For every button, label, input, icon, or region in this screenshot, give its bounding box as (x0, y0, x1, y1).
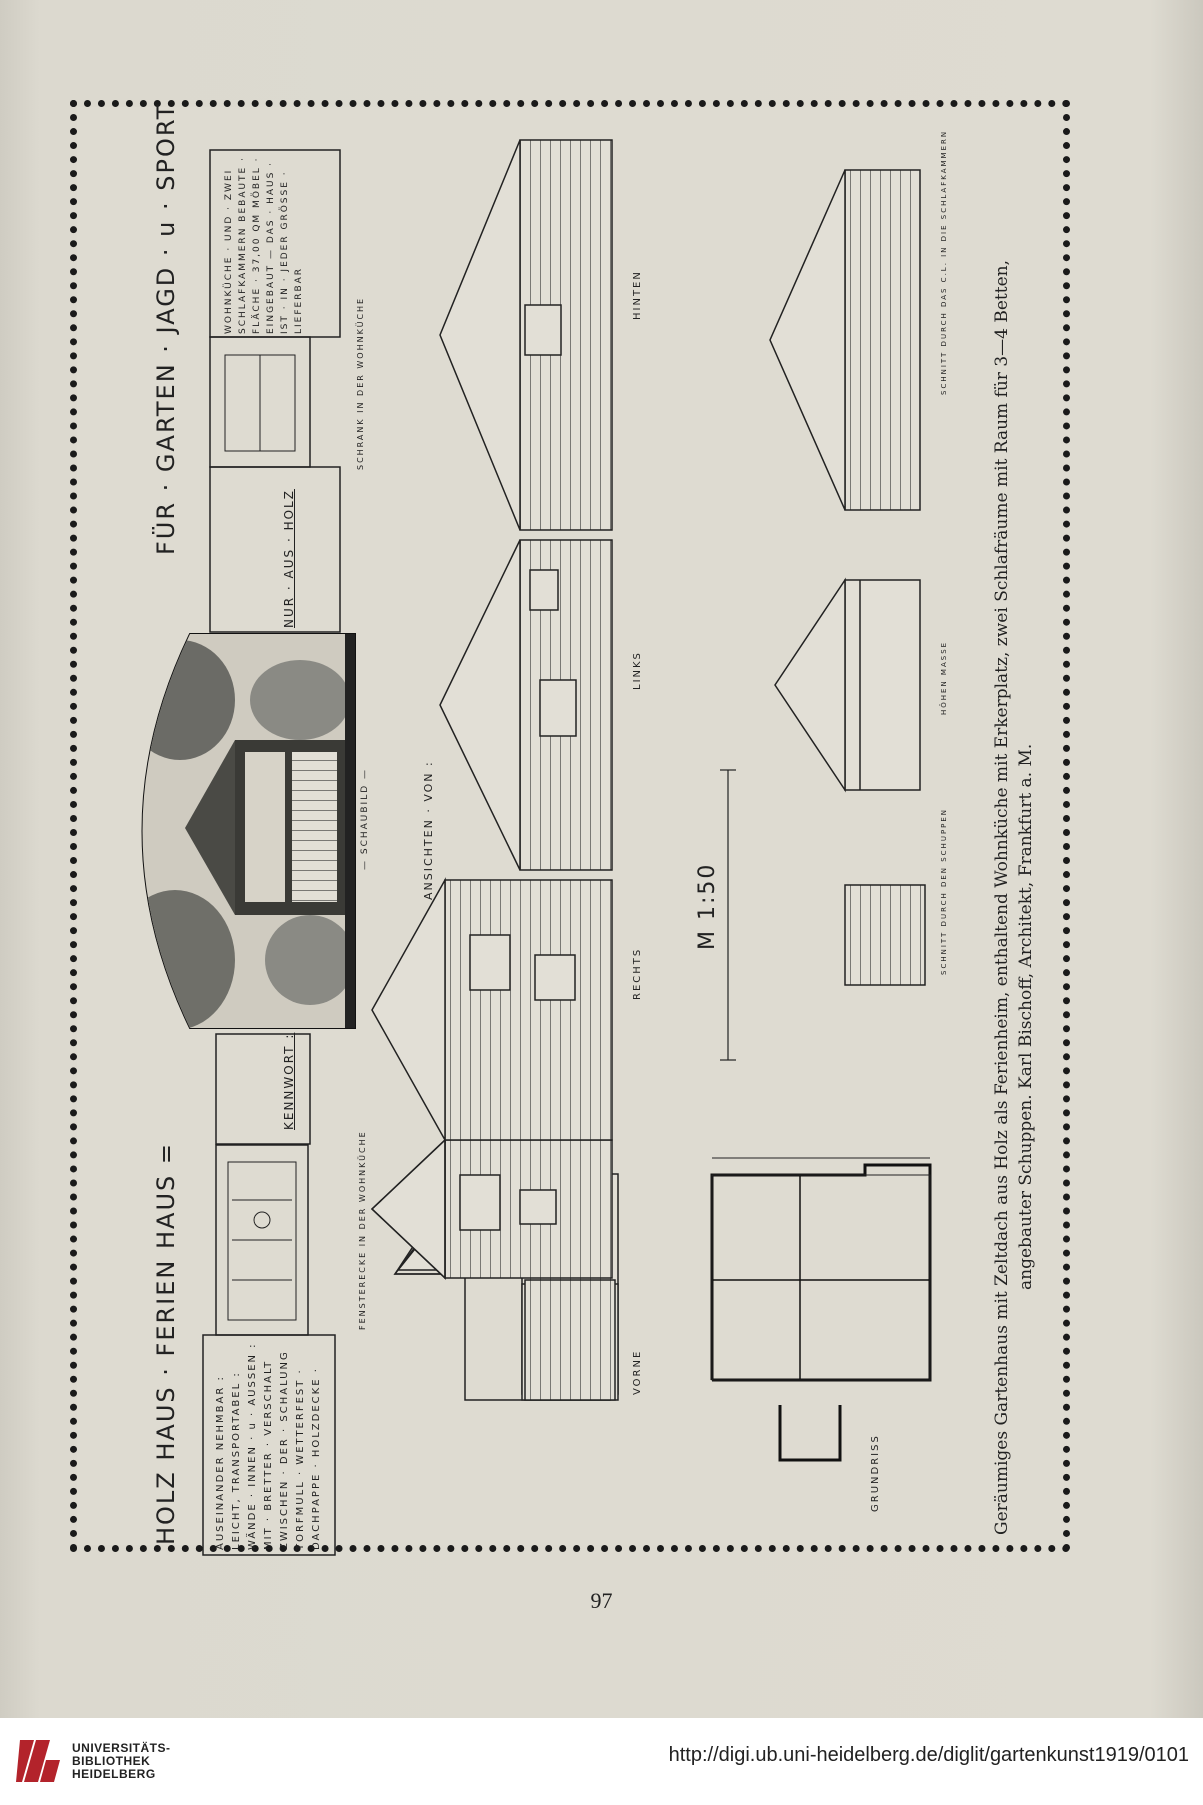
view-label-vorne: VORNE (632, 1349, 643, 1395)
plate-overlay-svg (141, 139, 932, 1556)
section-sleeping (769, 169, 921, 511)
section-schuppen-label: SCHNITT DURCH DEN SCHUPPEN (940, 807, 948, 975)
floor-plan-outline (711, 1174, 931, 1381)
plate-title-left: HOLZ HAUS · FERIEN HAUS = (152, 1141, 180, 1545)
library-name-line-2: BIBLIOTHEK (72, 1754, 151, 1768)
view-label-hinten: HINTEN (632, 270, 643, 320)
rooms-text: WOHNKÜCHE · UND · ZWEI SCHLAFKAMMERN BEB… (224, 156, 304, 334)
description-line-2: angebauter Schuppen. Karl Bischoff, Arch… (1016, 743, 1036, 1290)
interior-sketch-window-corner (215, 1144, 309, 1336)
dotted-frame-border (70, 100, 1070, 1552)
nur-aus-holz-label: NUR · AUS · HOLZ (282, 489, 296, 628)
grundriss-label: GRUNDRISS (870, 1434, 881, 1512)
view-label-links: LINKS (632, 651, 643, 690)
kennwort-frame (215, 1033, 311, 1145)
footer-bar (0, 1718, 1203, 1805)
library-name: UNIVERSITÄTS- BIBLIOTHEK HEIDELBERG (72, 1742, 171, 1781)
caption-interior-right: SCHRANK IN DER WOHNKÜCHE (356, 296, 365, 470)
elevation-vorne (370, 1138, 616, 1401)
caption-interior-left: FENSTERECKE IN DER WOHNKÜCHE (358, 1130, 367, 1330)
elevation-hinten (439, 139, 613, 531)
page-number: 97 (590, 1588, 613, 1613)
section-schuppen (844, 884, 926, 986)
source-url-link[interactable]: http://digi.ub.uni-heidelberg.de/diglit/… (668, 1744, 1189, 1766)
library-name-line-1: UNIVERSITÄTS- (72, 1741, 171, 1755)
kennwort-label: KENNWORT : (282, 1032, 296, 1130)
features-text: AUSEINANDER NEHMBAR : LEICHT, TRANSPORTA… (215, 1342, 322, 1550)
library-logo-icon (16, 1740, 60, 1782)
schaubild-label: — SCHAUBILD — (360, 767, 370, 870)
hoehen-masse-label: HÖHEN MASSE (940, 640, 948, 715)
view-label-rechts: RECHTS (632, 947, 643, 1000)
elevation-links (439, 539, 613, 871)
rooms-box (209, 149, 341, 338)
nur-aus-holz-frame (209, 466, 341, 633)
plate-title-right: FÜR · GARTEN · JAGD · u · SPORT (152, 102, 180, 555)
section-sleeping-label: SCHNITT DURCH DAS C.L. IN DIE SCHLAFKAMM… (940, 129, 948, 395)
scale-bar (720, 769, 736, 1061)
description-line-1: Geräumiges Gartenhaus mit Zeltdach aus H… (992, 260, 1012, 1535)
ansichten-label: ANSICHTEN · VON : (422, 760, 435, 900)
library-name-line-3: HEIDELBERG (72, 1767, 156, 1781)
elevation-rechts (371, 877, 613, 1143)
scale-label: M 1:50 (695, 862, 720, 950)
section-heights (774, 577, 921, 793)
